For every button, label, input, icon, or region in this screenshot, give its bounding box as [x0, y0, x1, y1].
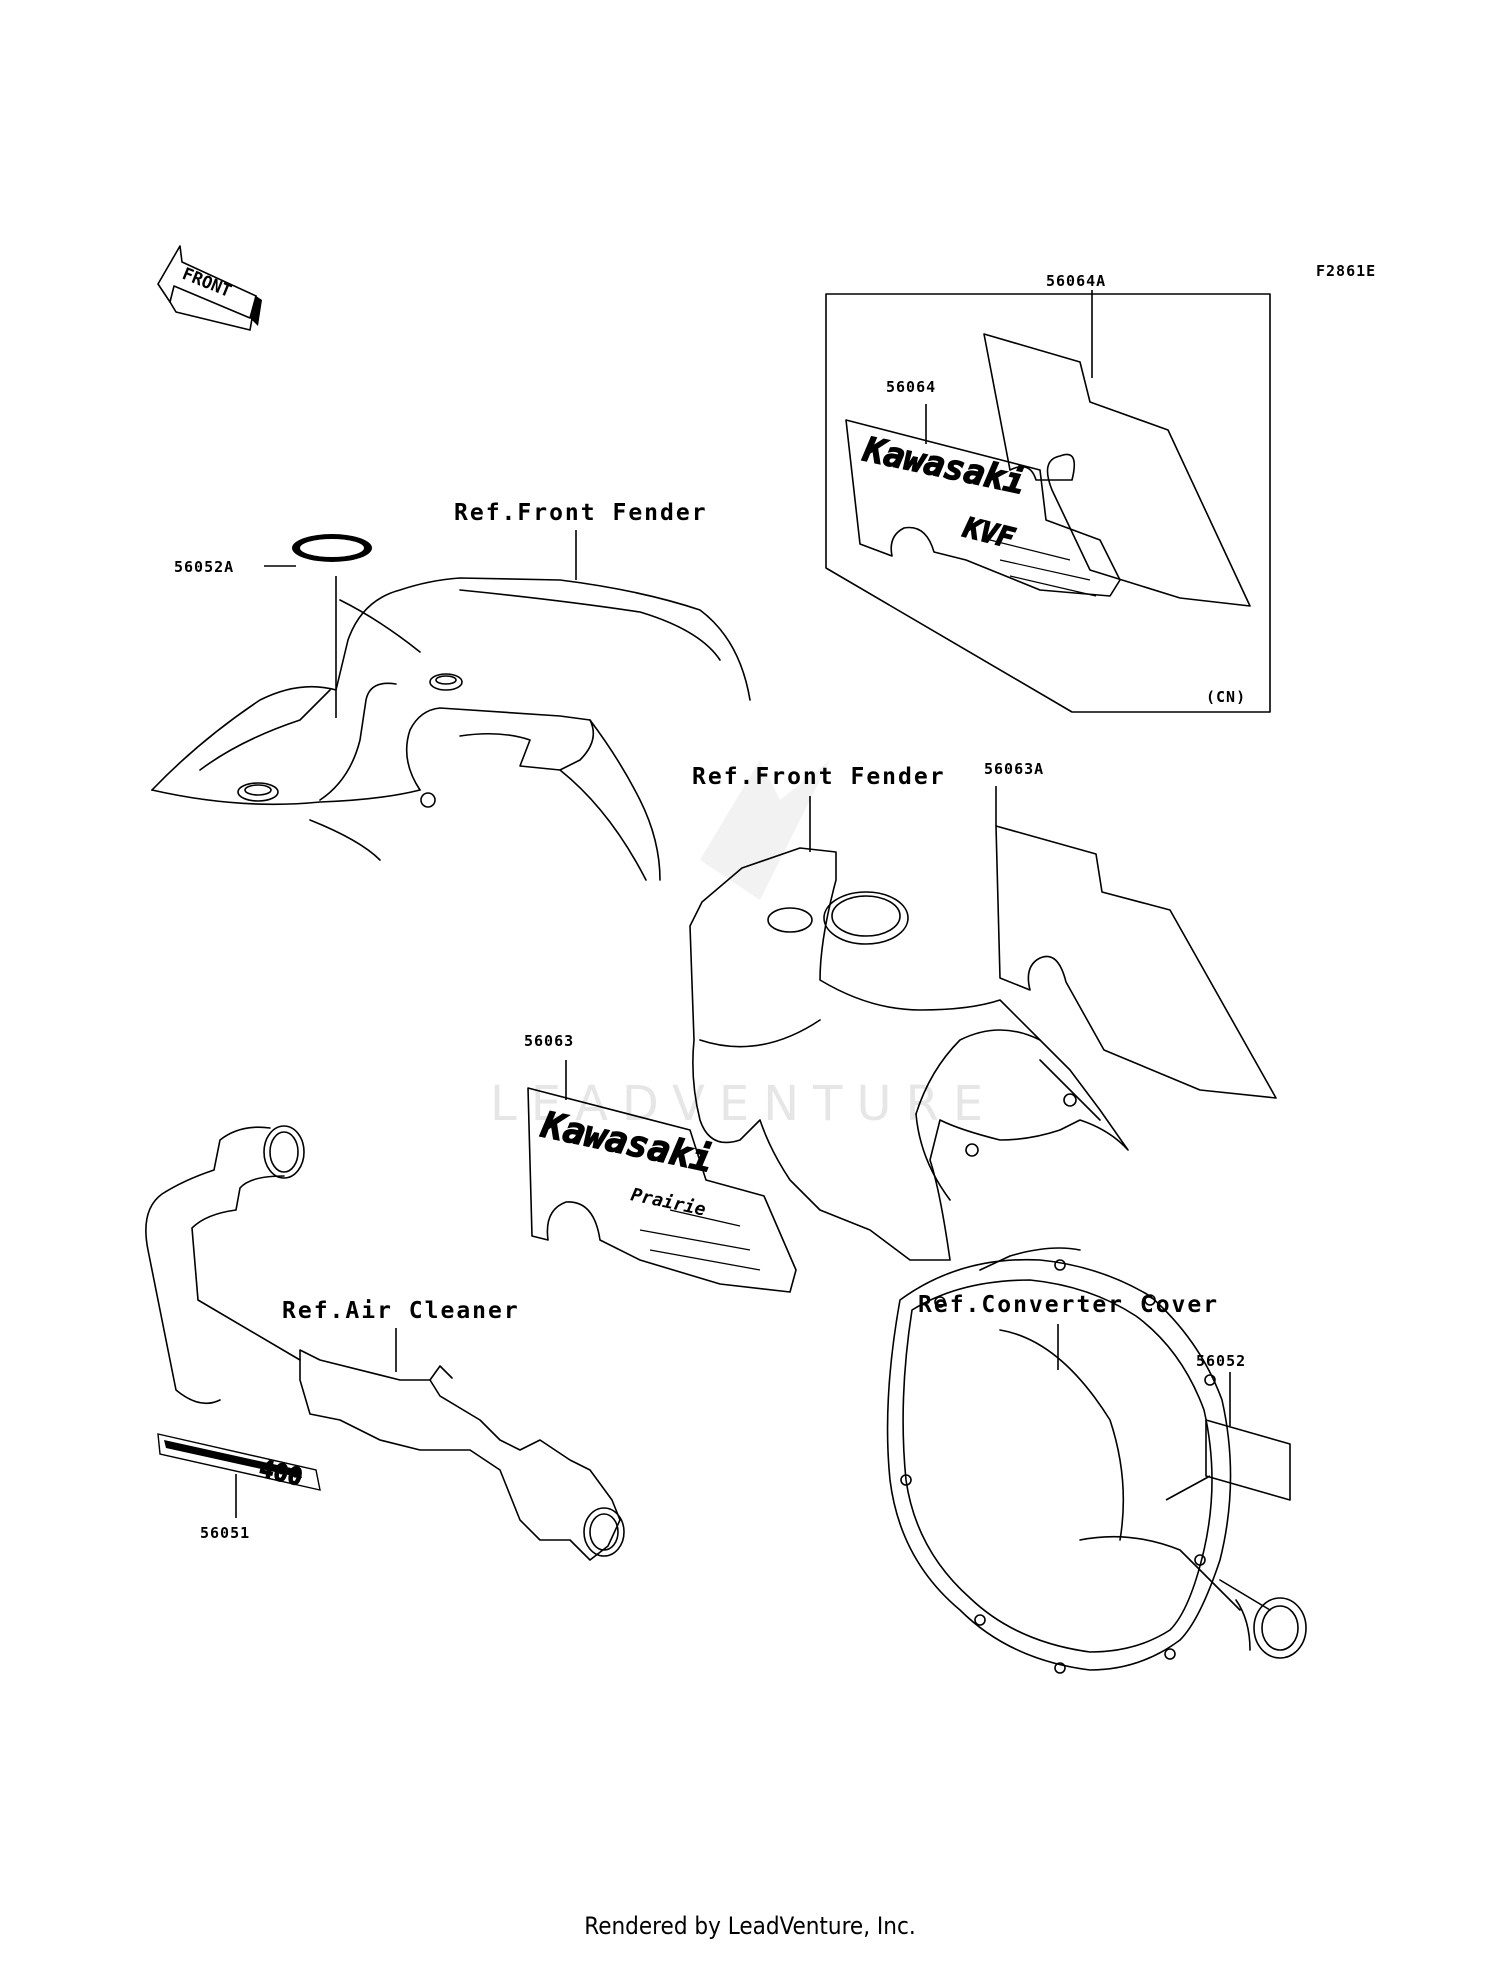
figure-code: F2861E — [1316, 262, 1376, 280]
part-56063A: 56063A — [984, 760, 1277, 1099]
front-arrow-label: FRONT — [179, 264, 234, 302]
front-direction-arrow: FRONT — [157, 245, 262, 331]
kvf-decal-text: KVF — [959, 511, 1018, 556]
footer-credit: Rendered by LeadVenture, Inc. — [584, 1912, 916, 1940]
ref-converter-cover: Ref.Converter Cover — [918, 1292, 1219, 1318]
part-56051-label: 56051 — [200, 1524, 250, 1542]
prairie-decal-text: Prairie — [629, 1184, 708, 1220]
cn-note: (CN) — [1206, 688, 1246, 706]
part-56052-label: 56052 — [1196, 1352, 1246, 1370]
watermark-text: LEADVENTURE — [490, 1076, 997, 1132]
front-fender-mid: Ref.Front Fender — [689, 764, 1129, 1261]
part-56051: 400 56051 — [157, 1433, 321, 1542]
kawasaki-decal-text-cn: Kawasaki — [859, 429, 1028, 502]
part-56063: Kawasaki Prairie 56063 — [524, 1032, 797, 1293]
part-56063A-label: 56063A — [984, 760, 1044, 778]
model-number-decal-text: 400 — [257, 1455, 306, 1492]
air-cleaner: Ref.Air Cleaner — [145, 1125, 625, 1561]
part-56064-label: 56064 — [886, 378, 936, 396]
cn-inset: (CN) 56064A Kawasaki KVF 56064 — [825, 272, 1271, 713]
ref-air-cleaner: Ref.Air Cleaner — [282, 1298, 520, 1324]
ref-front-fender-mid: Ref.Front Fender — [692, 764, 946, 790]
part-56063-label: 56063 — [524, 1032, 574, 1050]
watermark: LEADVENTURE — [490, 760, 997, 1132]
part-56064A-label: 56064A — [1046, 272, 1106, 290]
part-56052A-label: 56052A — [174, 558, 234, 576]
part-56052: 56052 — [1165, 1352, 1291, 1501]
part-56052A: 56052A — [174, 534, 372, 718]
front-fender-top: Ref.Front Fender — [151, 500, 751, 881]
converter-cover: Ref.Converter Cover — [886, 1247, 1307, 1674]
ref-front-fender-top: Ref.Front Fender — [454, 500, 708, 526]
